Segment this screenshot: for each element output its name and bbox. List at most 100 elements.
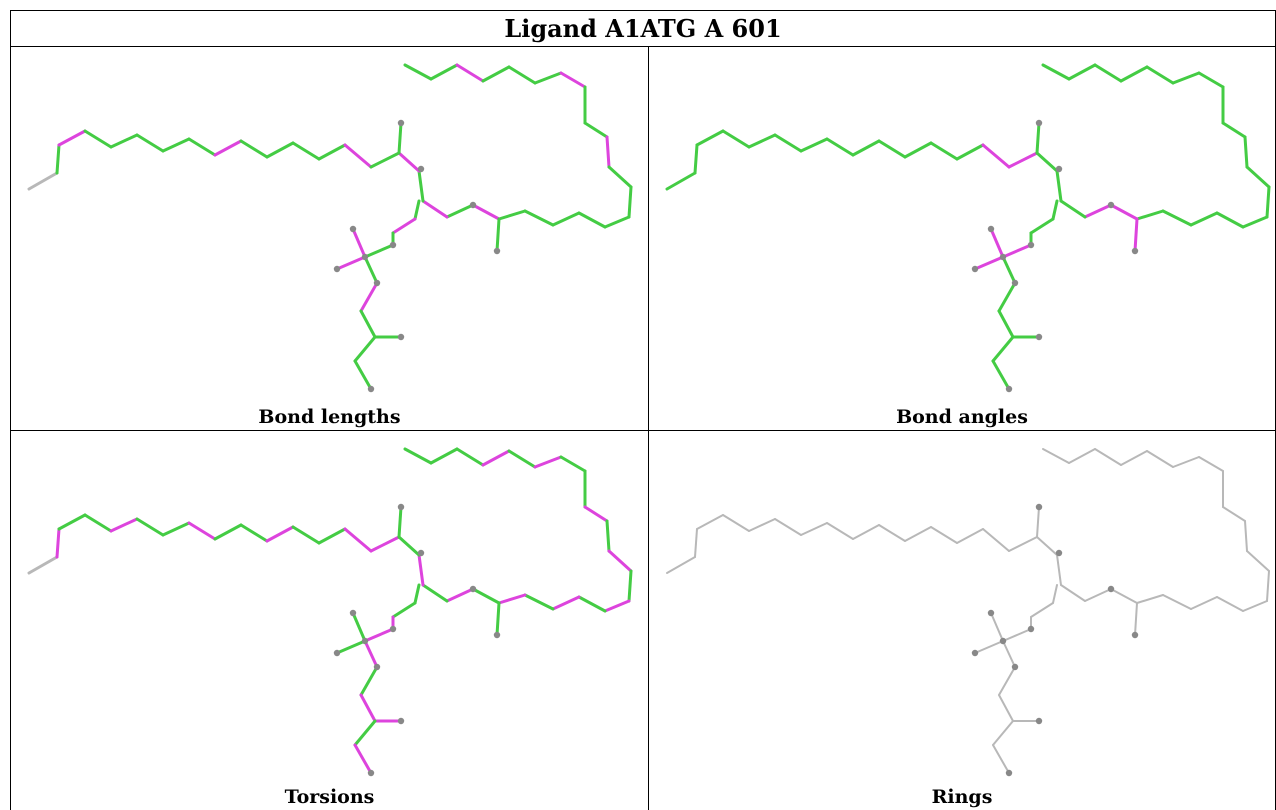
bond bbox=[343, 527, 373, 553]
atom bbox=[1055, 549, 1063, 557]
bond bbox=[583, 505, 609, 523]
atom bbox=[1035, 717, 1043, 725]
bond bbox=[1134, 602, 1138, 636]
bond bbox=[213, 139, 243, 157]
bond bbox=[1029, 217, 1055, 235]
bond bbox=[417, 169, 425, 203]
panel-torsions: Torsions bbox=[10, 430, 648, 810]
bond bbox=[1145, 65, 1175, 85]
atom bbox=[389, 625, 397, 633]
bond bbox=[429, 447, 459, 465]
bond bbox=[109, 517, 139, 533]
bond bbox=[363, 255, 379, 285]
bond bbox=[990, 612, 1004, 642]
bond bbox=[317, 143, 347, 161]
bond bbox=[291, 141, 321, 161]
bond bbox=[397, 505, 403, 539]
atom bbox=[1131, 247, 1139, 255]
bond bbox=[1172, 456, 1200, 468]
bond bbox=[1146, 450, 1174, 468]
bond bbox=[1068, 448, 1096, 464]
atom bbox=[1107, 585, 1115, 593]
panel-bond-angles: Bond angles bbox=[648, 46, 1276, 430]
bond bbox=[363, 639, 379, 669]
validation-grid: Ligand A1ATG A 601 Bond lengths Bond ang… bbox=[0, 10, 1276, 810]
bond bbox=[1059, 199, 1087, 219]
bond bbox=[800, 522, 828, 536]
bond bbox=[497, 209, 527, 221]
bond bbox=[603, 215, 631, 229]
bond bbox=[363, 243, 395, 259]
bond bbox=[83, 129, 113, 149]
bond bbox=[397, 535, 421, 557]
bond bbox=[1222, 506, 1246, 522]
bond bbox=[1007, 151, 1039, 169]
bond bbox=[607, 165, 633, 189]
bond bbox=[343, 143, 373, 169]
bond bbox=[877, 139, 907, 159]
bond bbox=[1055, 169, 1063, 203]
atom bbox=[333, 265, 341, 273]
bond bbox=[351, 227, 367, 259]
atom bbox=[367, 769, 375, 777]
bond bbox=[417, 553, 425, 587]
bond bbox=[998, 694, 1014, 722]
bond bbox=[1215, 211, 1245, 229]
bond bbox=[495, 601, 501, 637]
atom bbox=[361, 253, 369, 261]
bond bbox=[1119, 65, 1149, 83]
atom bbox=[333, 649, 341, 657]
bond bbox=[239, 139, 269, 159]
bond bbox=[992, 720, 1014, 746]
bond bbox=[413, 583, 421, 605]
bond bbox=[27, 171, 59, 191]
atom bbox=[987, 609, 995, 617]
bond bbox=[1001, 243, 1033, 259]
bond bbox=[722, 514, 750, 532]
bond bbox=[497, 593, 527, 605]
bond bbox=[351, 611, 367, 643]
bond bbox=[1161, 209, 1193, 227]
bond bbox=[773, 133, 803, 153]
molecule-image-rings bbox=[666, 448, 1270, 777]
bond bbox=[1052, 584, 1058, 604]
bond bbox=[1056, 554, 1062, 586]
bond bbox=[1067, 63, 1097, 81]
atom bbox=[1035, 333, 1043, 341]
bond bbox=[955, 143, 985, 161]
bond bbox=[825, 137, 855, 157]
bond bbox=[1133, 217, 1139, 253]
atom bbox=[349, 609, 357, 617]
molecule-image-bond-angles bbox=[665, 63, 1271, 393]
bond bbox=[533, 455, 563, 469]
bond bbox=[265, 525, 295, 543]
bond bbox=[696, 514, 724, 530]
bond bbox=[523, 593, 555, 611]
bond bbox=[135, 517, 165, 537]
atom bbox=[1131, 631, 1139, 639]
bond bbox=[997, 281, 1017, 313]
bond bbox=[135, 133, 165, 153]
bond bbox=[161, 137, 191, 153]
molecule-image-bond-lengths bbox=[27, 63, 633, 393]
bond bbox=[239, 523, 269, 543]
bond bbox=[397, 151, 421, 173]
bond bbox=[353, 719, 377, 747]
bond bbox=[391, 601, 417, 619]
bond bbox=[55, 143, 61, 175]
bond bbox=[1246, 550, 1270, 572]
bond bbox=[583, 121, 609, 139]
bond bbox=[1036, 536, 1058, 556]
bond bbox=[1093, 63, 1123, 83]
bond bbox=[187, 137, 217, 157]
bond bbox=[1035, 151, 1059, 173]
bond bbox=[1036, 506, 1040, 538]
bond bbox=[974, 640, 1004, 654]
bond bbox=[57, 129, 87, 147]
bond bbox=[481, 65, 511, 83]
bond bbox=[317, 527, 347, 545]
bond bbox=[1083, 203, 1113, 219]
bond bbox=[1221, 121, 1247, 139]
bond bbox=[1008, 536, 1038, 552]
bond bbox=[359, 693, 377, 723]
